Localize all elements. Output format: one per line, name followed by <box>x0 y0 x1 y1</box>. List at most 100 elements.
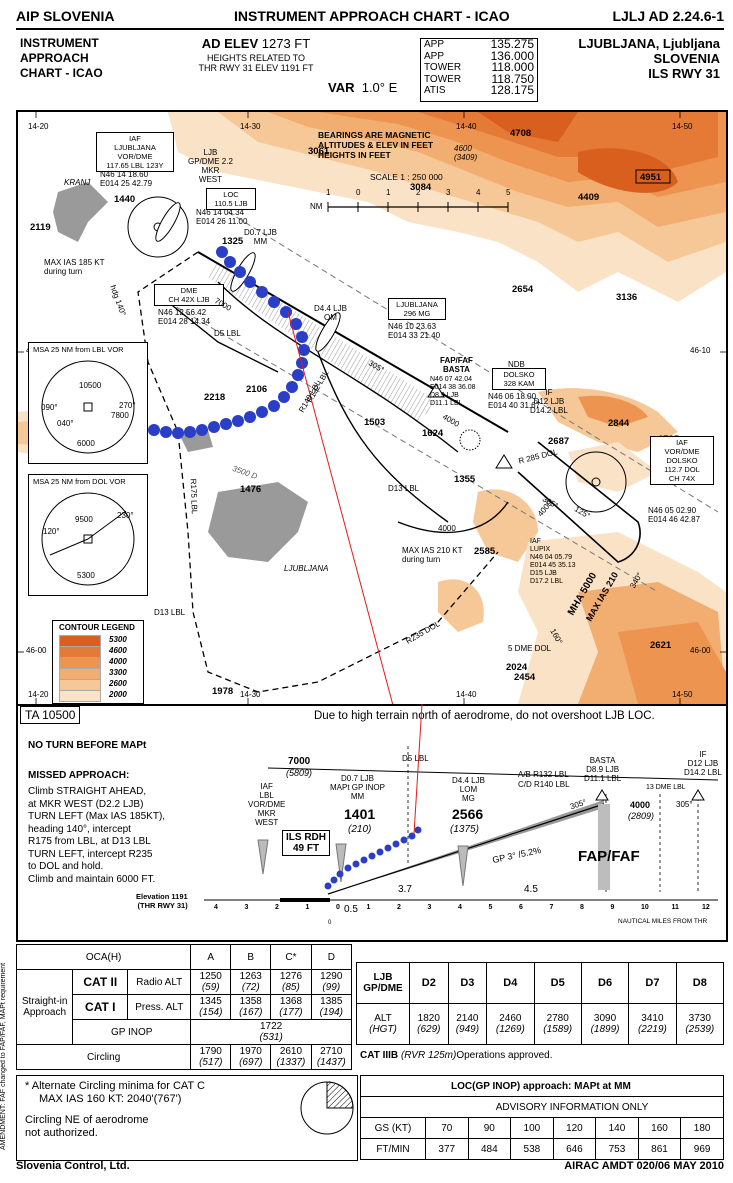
table-cell: 180 <box>680 1117 724 1139</box>
axis-zero: 0 <box>328 920 332 926</box>
dme-line: DME <box>180 286 198 295</box>
spot-elevation: 2218 <box>204 392 226 403</box>
dme-line: CH 42X LJB <box>168 295 210 304</box>
if-line: D12 LJB <box>533 397 565 406</box>
basta-line: D8.9 LJB <box>586 765 620 774</box>
missed-line: heading 140°, intercept <box>28 823 131 835</box>
heights-note: HEIGHTS RELATED TO <box>206 53 306 63</box>
terrain-contours <box>18 112 726 704</box>
profile-fapfaf: FAP/FAF <box>578 848 640 865</box>
spot-elevation: 4951 <box>640 172 662 183</box>
no-turn-note: NO TURN BEFORE MAPt <box>28 740 147 751</box>
lom-line: MG <box>462 794 475 803</box>
axis-tick-label: 4 <box>458 904 462 911</box>
table-cell: ADVISORY INFORMATION ONLY <box>360 1096 724 1118</box>
ndb-label: NDB <box>508 360 525 369</box>
table-cell: 646 <box>552 1138 597 1160</box>
d13-lbl: D13 LBL <box>388 484 420 493</box>
variation: VAR 1.0° E <box>328 80 397 95</box>
ljb-gp-line: LJB <box>203 148 218 157</box>
graticule-ticks <box>18 112 726 704</box>
axis-tick-label: 12 <box>702 904 710 911</box>
axis-tick-label: 6 <box>519 904 523 911</box>
airport-name: LJUBLJANA, Ljubljana SLOVENIA ILS RWY 31 <box>578 36 720 81</box>
table-cell: ALT(HGT) <box>356 1003 410 1045</box>
profile-ab-radial: A/B R132 LBL <box>518 770 569 779</box>
coord-label: 14-30 <box>240 122 261 131</box>
mapt-line: MAPt GP INOP <box>330 783 385 792</box>
legend-swatch <box>59 690 101 702</box>
if-line: D14.2 LBL <box>530 406 568 415</box>
axis-tick-label: 7 <box>549 904 554 911</box>
coord-line: N46 05 02.90 <box>648 506 697 515</box>
msa-dol-bearing: 230° <box>117 511 134 520</box>
heights-note: THR RWY 31 ELEV 1191 FT <box>198 63 314 73</box>
scale-tick: 1 <box>386 188 391 197</box>
table-cell: OCA(H) <box>15 944 192 970</box>
spot-elevation: 1325 <box>222 236 244 247</box>
coord-line: E014 26 11.00 <box>196 217 248 226</box>
lupix-line: IAF <box>530 538 541 545</box>
ljb-gp-line: GP/DME 2.2 <box>188 157 233 166</box>
dme5-dol: 5 DME DOL <box>508 644 552 653</box>
footer: Slovenia Control, Ltd. AIRAC AMDT 020/06… <box>16 1160 724 1180</box>
chart-type: INSTRUMENT APPROACH CHART - ICAO <box>20 36 103 81</box>
faf-basta-symbol <box>427 383 445 398</box>
plan-view: 14-20 14-30 14-40 14-50 14-20 14-30 14-4… <box>16 110 728 706</box>
lupix-line: N46 04 05.79 <box>530 554 573 561</box>
legend-value: 5300 <box>109 635 127 644</box>
circling-note-box: * Alternate Circling minima for CAT C MA… <box>16 1075 358 1161</box>
table-cell: D3 <box>447 962 488 1004</box>
iaf-line: WEST <box>255 818 279 827</box>
publisher: Slovenia Control, Ltd. <box>16 1160 130 1172</box>
d13-lbl: D13 LBL <box>154 608 186 617</box>
table-cell: C* <box>270 944 312 970</box>
coord-label: 46-00 <box>26 646 47 655</box>
table-row: ALT(HGT)1820(629)2140(949)2460(1269)2780… <box>356 1003 725 1045</box>
spot-elevation: 1476 <box>240 484 262 495</box>
chart-type-line: APPROACH <box>20 51 89 65</box>
spot-elevation: 2687 <box>548 436 570 447</box>
coord-label: 14-20 <box>28 122 49 131</box>
msa-lbl-box: MSA 25 NM from LBL VOR 10500 7800 6000 0… <box>28 342 148 464</box>
spot-elevation: 2106 <box>246 384 268 395</box>
profile-13dme: 13 DME LBL <box>646 784 686 791</box>
spot-elevation: 2621 <box>650 640 672 651</box>
basta-line: BASTA <box>589 756 616 765</box>
ad-elev-value: 1273 FT <box>261 36 311 51</box>
table-cell: 2460(1269) <box>486 1003 535 1045</box>
scale-tick: 1 <box>326 188 331 197</box>
airac-amendment: AIRAC AMDT 020/06 MAY 2010 <box>564 1160 724 1172</box>
terrain-note: Due to high terrain north of aerodrome, … <box>314 710 655 722</box>
coord-label: 14-50 <box>672 690 693 699</box>
table-cell: 1970(697) <box>230 1044 272 1070</box>
msa-lbl-bearing: 270° <box>119 401 136 410</box>
profile-hgt-1375: (1375) <box>450 824 479 835</box>
legend-value: 2000 <box>109 690 127 699</box>
iaf-dol-line: CH 74X <box>668 474 696 483</box>
table-cell: CAT II <box>72 969 129 995</box>
table-cell: Straight-in Approach <box>15 969 74 1045</box>
table-cell: 1358(167) <box>230 994 272 1020</box>
axis-tick-label: 1 <box>305 904 310 911</box>
spot-elevation: 3136 <box>616 292 638 303</box>
scale-text: SCALE 1 : 250 000 <box>370 172 443 182</box>
table-cell: 753 <box>595 1138 639 1160</box>
dist-0-5: 0.5 <box>344 904 358 915</box>
coord-label: 46-10 <box>690 346 711 355</box>
lupix-line: LUPIX <box>530 546 551 553</box>
missed-line: Climb STRAIGHT AHEAD, <box>28 786 147 797</box>
spot-elevation: 4409 <box>578 192 600 203</box>
